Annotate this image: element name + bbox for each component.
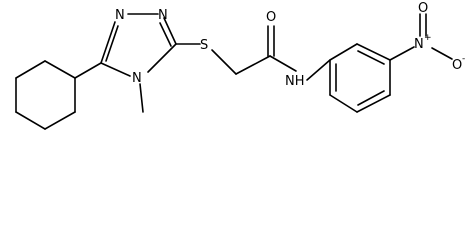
atom-label-n4: N bbox=[132, 71, 142, 86]
bond-c3-n4 bbox=[147, 43, 177, 73]
bond-carbonyl-nh bbox=[269, 55, 297, 72]
bond-c5-n1 bbox=[100, 21, 116, 64]
bond-phenyl-nitro bbox=[389, 46, 415, 61]
bond-sulfur-ch2 bbox=[211, 49, 237, 75]
bond-n4-c5 bbox=[100, 62, 131, 77]
triazole-ring bbox=[100, 13, 177, 77]
bond-ch2-carbonyl bbox=[235, 55, 271, 75]
cyclohexyl-ring bbox=[15, 60, 76, 130]
bond-n2-c3 bbox=[163, 17, 177, 45]
bond-cy-2 bbox=[44, 111, 76, 130]
bond-n4-methyl bbox=[139, 83, 144, 113]
atom-label-nitro-o-upper: O bbox=[418, 1, 428, 16]
charge-minus-nitro-o: - bbox=[462, 54, 465, 64]
bond-nitro-o-lower bbox=[431, 47, 453, 60]
atom-label-sulfur: S bbox=[200, 38, 208, 53]
bond-ph-inner-a bbox=[357, 50, 385, 65]
charge-plus-nitro-n: + bbox=[424, 33, 432, 43]
atom-label-nitro-o-lower: O bbox=[452, 58, 462, 73]
atom-label-n1: N bbox=[115, 8, 125, 23]
atom-label-nitro-n: N bbox=[414, 37, 424, 52]
bond-ph-inner-b bbox=[357, 90, 385, 106]
phenyl-ring bbox=[329, 43, 391, 113]
bond-c5-n1-double bbox=[105, 25, 119, 62]
bond-cyclohexyl-triazole bbox=[74, 62, 102, 79]
atom-label-amide-nh: NH bbox=[285, 74, 305, 89]
structure-canvas: N N N S O NH N + O O - bbox=[15, 1, 465, 130]
bond-cy-6 bbox=[44, 60, 76, 79]
bond-ph-4 bbox=[356, 94, 391, 113]
bond-ph-2 bbox=[356, 43, 391, 61]
atom-label-n2: N bbox=[158, 8, 168, 23]
bond-ph-5 bbox=[329, 94, 358, 113]
bond-cy-3 bbox=[15, 111, 46, 130]
chemical-structure-diagram: N N N S O NH N + O O - bbox=[15, 1, 465, 130]
atom-label-carbonyl-oxygen: O bbox=[266, 10, 276, 25]
bond-nh-phenyl bbox=[306, 59, 331, 81]
bond-cy-5 bbox=[15, 60, 46, 79]
bond-n2-c3-double bbox=[159, 22, 172, 47]
bond-ph-1 bbox=[329, 43, 358, 61]
